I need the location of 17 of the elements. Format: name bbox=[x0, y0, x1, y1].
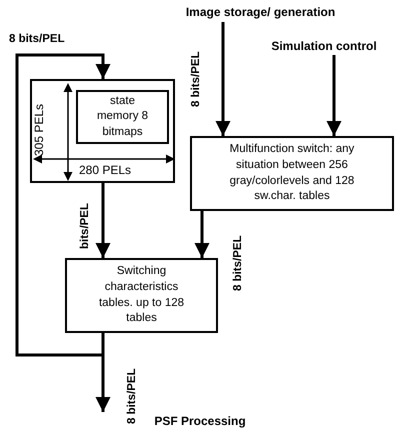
node-text: PSF Processing bbox=[154, 412, 246, 430]
node-text: Image storage/ generation bbox=[186, 4, 336, 20]
arrow bbox=[16, 54, 110, 356]
process-box bbox=[76, 90, 169, 144]
dimension-label: 280 PELs bbox=[78, 164, 132, 178]
node-text: Simulation control bbox=[271, 38, 377, 54]
node-text: state memory 8 bitmaps bbox=[96, 94, 150, 140]
dimension-label: 305 PELs bbox=[33, 102, 46, 157]
process-box bbox=[65, 258, 218, 333]
arrow bbox=[96, 183, 110, 258]
arrow bbox=[326, 55, 342, 136]
node-text: Multifunction switch: any situation between 256 gray/colorlevels and 128 sw.char. tables bbox=[228, 142, 356, 204]
node-text: Switching characteristics tables. up to 128 tables bbox=[98, 264, 186, 326]
arrow bbox=[194, 211, 210, 258]
arrow bbox=[216, 22, 230, 136]
memory-box bbox=[30, 79, 175, 183]
process-box bbox=[190, 136, 394, 211]
